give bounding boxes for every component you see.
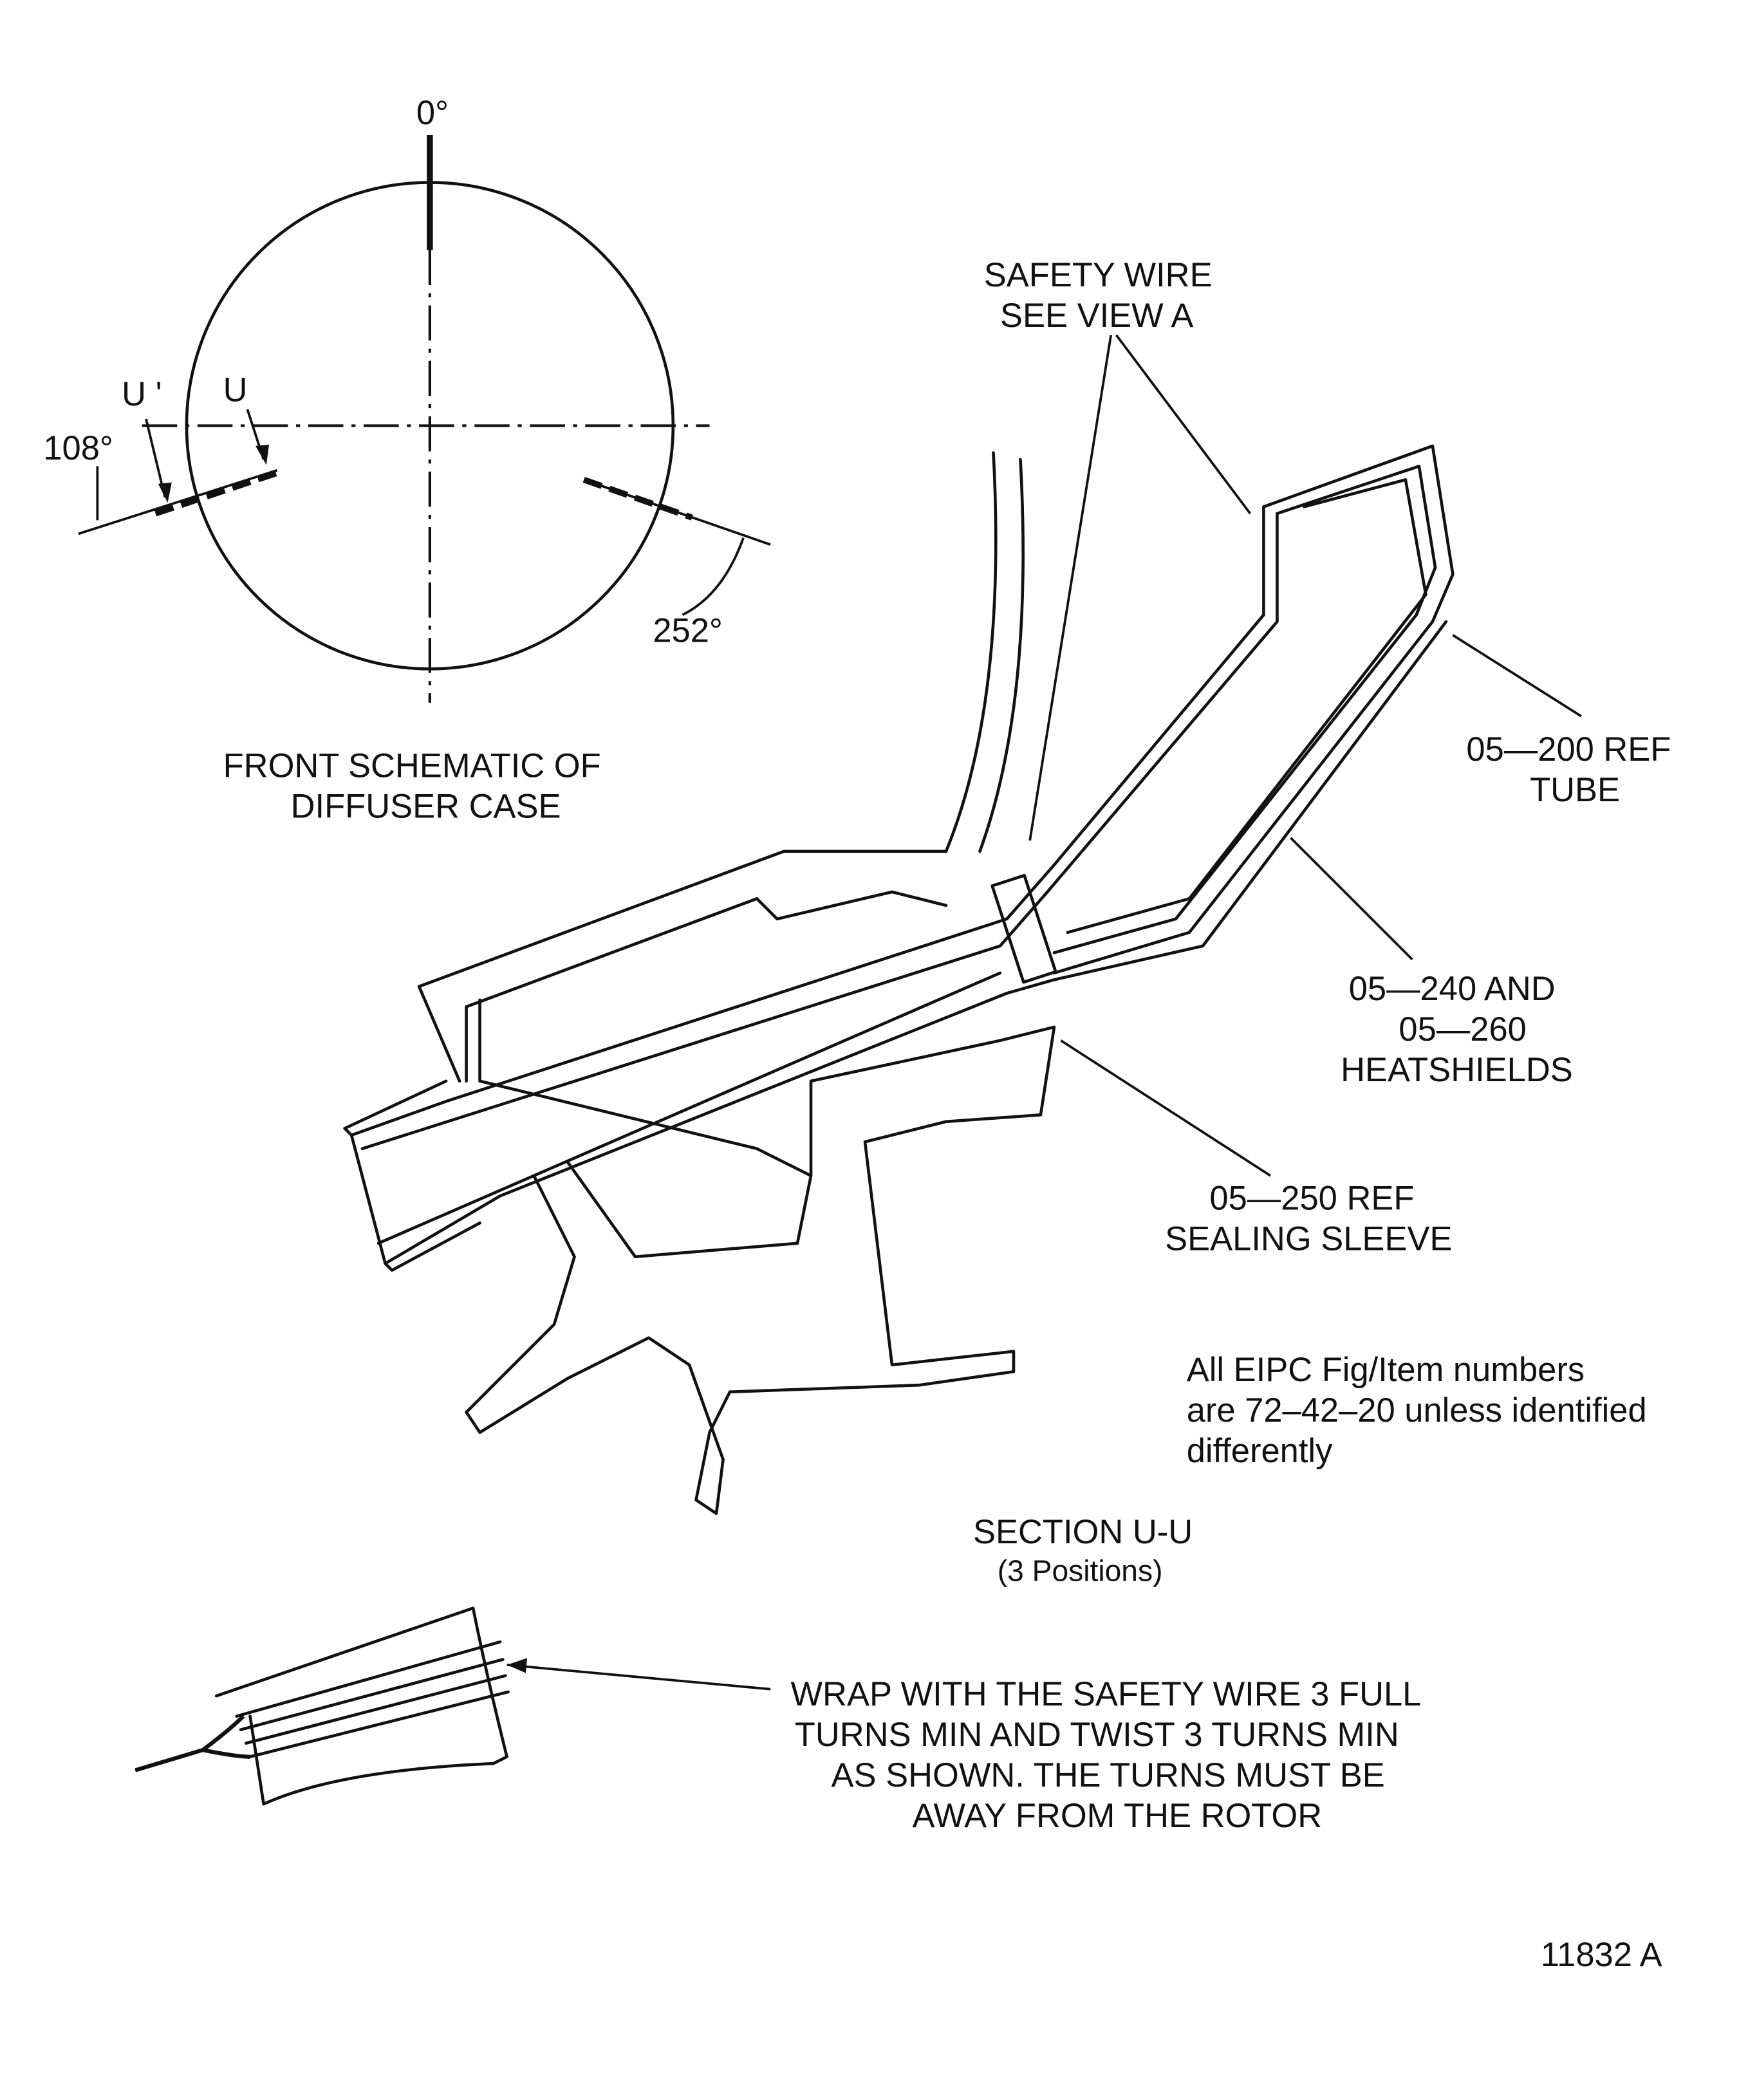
safety-wire-label-1: SAFETY WIRE xyxy=(984,256,1213,294)
section-subtitle: (3 Positions) xyxy=(998,1554,1163,1588)
section-mark-108 xyxy=(154,470,279,517)
section-drawing: SAFETY WIRE SEE VIEW A 05—200 REF TUBE 0… xyxy=(343,256,1671,1516)
note-line-3: differently xyxy=(1187,1432,1333,1470)
angle-252-dim xyxy=(682,537,745,617)
leader-view-a xyxy=(507,1664,771,1691)
leader-heatshields xyxy=(1290,837,1413,961)
heatshields-label-2: 05—260 xyxy=(1399,1010,1526,1048)
arrowhead xyxy=(256,444,270,465)
tube-end-left xyxy=(343,1079,481,1272)
section-mark-252 xyxy=(582,476,693,521)
tube-detail xyxy=(214,1606,508,1806)
tube-outer-bottom xyxy=(384,620,1448,1265)
front-schematic: 0° U ' U 108° 252° FRONT SCHEMATIC OF DI… xyxy=(43,94,771,825)
sealing-sleeve xyxy=(990,873,1057,984)
angle-right-label: 252° xyxy=(653,611,723,649)
view-a-line-4: AWAY FROM THE ROTOR xyxy=(912,1797,1322,1835)
schematic-caption-2: DIFFUSER CASE xyxy=(291,787,561,825)
tube-label-1: 05—200 REF xyxy=(1466,730,1671,768)
view-a-detail xyxy=(135,1606,771,1806)
u-prime-label: U ' xyxy=(122,375,162,413)
tube-label-2: TUBE xyxy=(1530,771,1620,809)
case-wall xyxy=(417,451,1025,1083)
figure-id: 11832 A xyxy=(1541,1936,1662,1974)
leader-tube xyxy=(1452,634,1582,718)
arrowhead xyxy=(507,1658,528,1673)
schematic-caption-1: FRONT SCHEMATIC OF xyxy=(223,747,601,785)
view-a-line-3: AS SHOWN. THE TURNS MUST BE xyxy=(832,1756,1385,1794)
view-a-line-2: TURNS MIN AND TWIST 3 TURNS MIN xyxy=(795,1716,1399,1754)
u-label: U xyxy=(223,371,248,409)
tube-outer-top xyxy=(349,444,1455,1137)
view-a-line-1: WRAP WITH THE SAFETY WIRE 3 FULL xyxy=(791,1675,1422,1713)
note-line-2: are 72–42–20 unless identified xyxy=(1187,1391,1647,1429)
safety-wire-label-2: SEE VIEW A xyxy=(1000,297,1193,335)
tube-inner-top xyxy=(360,465,1437,1151)
leader-sleeve xyxy=(1060,1039,1271,1177)
case-body xyxy=(465,890,1056,1516)
note-line-1: All EIPC Fig/Item numbers xyxy=(1187,1351,1585,1389)
wire-wraps xyxy=(235,1640,510,1758)
angle-left-label: 108° xyxy=(43,429,113,467)
angle-top-label: 0° xyxy=(416,94,449,132)
sleeve-label-1: 05—250 REF xyxy=(1209,1179,1414,1217)
sleeve-label-2: SEALING SLEEVE xyxy=(1165,1220,1452,1258)
leader-safety-wire-1 xyxy=(1028,335,1113,841)
heatshields-label-1: 05—240 AND xyxy=(1349,970,1556,1008)
arrowhead xyxy=(158,482,172,503)
section-title: SECTION U-U xyxy=(973,1513,1193,1551)
heatshields-label-3: HEATSHIELDS xyxy=(1341,1051,1573,1089)
twisted-wire xyxy=(135,1714,250,1772)
leader-safety-wire-2 xyxy=(1115,334,1251,515)
heatshield xyxy=(1066,478,1427,934)
tube-inner-bottom xyxy=(376,971,1002,1245)
case-inner xyxy=(566,1160,813,1259)
